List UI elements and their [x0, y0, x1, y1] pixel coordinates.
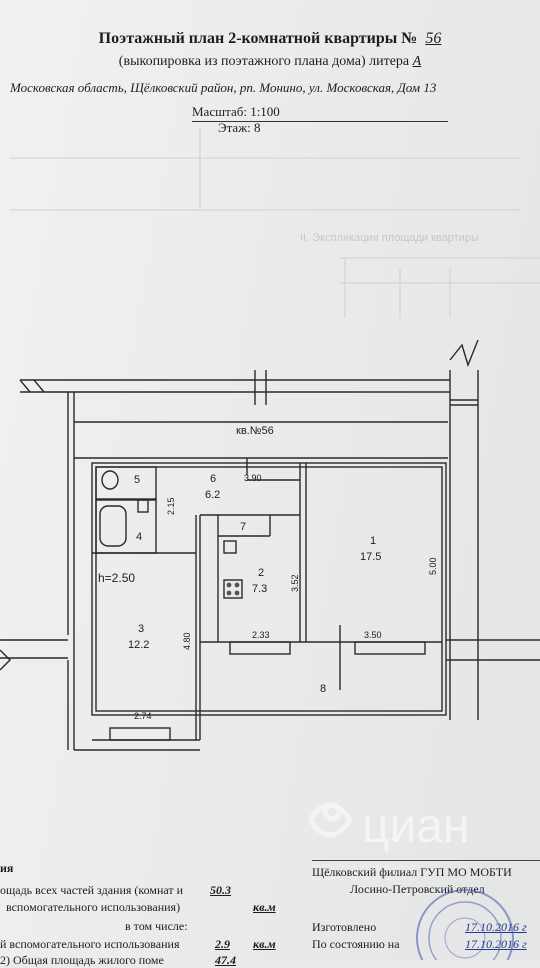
room-2-area: 7.3	[252, 583, 267, 595]
dim-2-15: 2.15	[166, 497, 176, 515]
apartment-number: 56	[425, 30, 442, 47]
area-line-5-value: 47.4	[215, 953, 236, 967]
room-8-number: 8	[320, 683, 326, 695]
room-3-area: 12.2	[128, 639, 149, 651]
area-line-5: 2) Общая площадь жилого поме	[0, 953, 164, 967]
area-line-4: й вспомогательного использования	[0, 937, 180, 951]
area-line-3: в том числе:	[125, 919, 188, 933]
area-line-4-unit: кв.м	[253, 937, 276, 951]
heading-fragment: ия	[0, 861, 14, 875]
apartment-label: кв.№56	[236, 425, 274, 437]
floor-plan: кв.№56 1 17.5 2 7.3 3 12.2 4 5 6 6.2 7 8…	[0, 339, 540, 751]
room-7-number: 7	[240, 521, 246, 533]
area-line-2-unit: кв.м	[253, 900, 276, 914]
title-text: Поэтажный план 2-комнатной квартиры №	[98, 30, 418, 47]
room-4-number: 4	[136, 531, 142, 543]
scale-label: Масштаб: 1:100	[192, 104, 448, 122]
made-label: Изготовлено	[312, 920, 377, 934]
room-5-number: 5	[134, 474, 140, 486]
watermark-logo: циан 230491166	[307, 800, 470, 885]
litera-value: А	[412, 54, 422, 69]
dim-5-00: 5.00	[428, 557, 438, 575]
room-1-area: 17.5	[360, 551, 381, 563]
room-6-area: 6.2	[205, 489, 220, 501]
state-label: По состоянию на	[312, 937, 400, 951]
org-name: Щёлковский филиал ГУП МО МОБТИ	[312, 865, 512, 879]
dim-4-80: 4.80	[182, 632, 192, 650]
ceiling-height: h=2.50	[98, 571, 135, 585]
dim-3-50: 3.50	[364, 630, 382, 640]
area-line-1-value: 50.3	[210, 883, 231, 897]
page-subtitle: (выкопировка из поэтажного плана дома) л…	[0, 54, 540, 70]
area-line-2: вспомогательного использования)	[6, 900, 181, 914]
dim-3-90: 3.90	[244, 473, 262, 483]
dim-2-33: 2.33	[252, 630, 270, 640]
area-line-1: ощадь всех частей здания (комнат и	[0, 883, 184, 897]
bleed-through-text: II. Экспликация площади квартиры	[300, 232, 479, 244]
subtitle-text: (выкопировка из поэтажного плана дома) л…	[118, 54, 410, 69]
watermark-id: 230491166	[310, 860, 419, 885]
watermark-brand: циан	[362, 800, 470, 853]
area-line-4-value: 2.9	[215, 937, 230, 951]
official-stamp	[416, 889, 514, 960]
page-title: Поэтажный план 2-комнатной квартиры № 56	[0, 30, 540, 48]
room-6-number: 6	[210, 473, 216, 485]
address: Московская область, Щёлковский район, рп…	[10, 80, 437, 95]
dim-3-52: 3.52	[290, 574, 300, 592]
floor-label: Этаж: 8	[218, 120, 261, 135]
room-3-number: 3	[138, 623, 144, 635]
signature-rule	[312, 860, 540, 861]
bleed-through-svg	[10, 128, 540, 318]
room-1-number: 1	[370, 535, 376, 547]
dim-2-74: 2.74	[134, 711, 152, 721]
bleed-through-lines	[0, 118, 540, 318]
room-2-number: 2	[258, 567, 264, 579]
